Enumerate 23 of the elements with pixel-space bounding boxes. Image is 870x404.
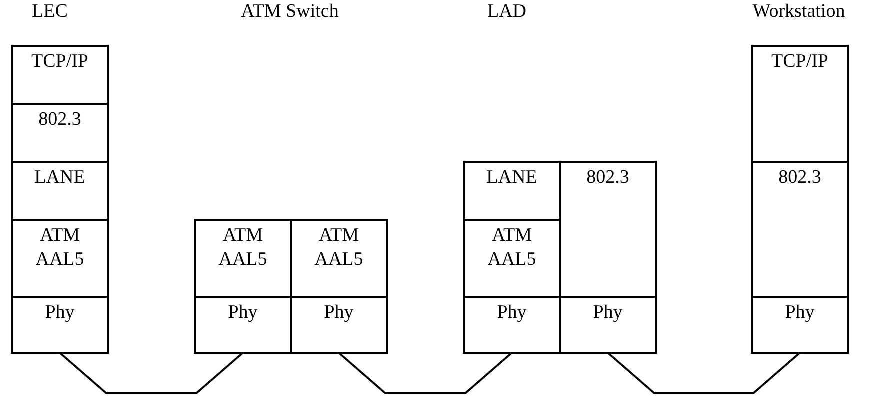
protocol-layer-box: LANE [463, 161, 561, 221]
protocol-layer-box: ATM AAL5 [290, 219, 388, 298]
connector-line [607, 352, 801, 394]
device-heading: LAD [487, 1, 527, 23]
protocol-layer-box: Phy [194, 296, 292, 354]
device-heading: ATM Switch [241, 1, 339, 23]
device-heading: LEC [32, 1, 68, 23]
protocol-layer-box: LANE [11, 161, 109, 221]
protocol-layer-box: Phy [11, 296, 109, 354]
protocol-layer-box: Phy [751, 296, 849, 354]
protocol-layer-box: 802.3 [559, 161, 657, 298]
connector-line [338, 352, 513, 394]
protocol-layer-box: 802.3 [751, 161, 849, 298]
protocol-layer-box: Phy [463, 296, 561, 354]
protocol-layer-box: TCP/IP [11, 45, 109, 105]
protocol-layer-box: Phy [559, 296, 657, 354]
device-heading: Workstation [752, 1, 846, 23]
protocol-layer-box: 802.3 [11, 103, 109, 163]
protocol-layer-box: ATM AAL5 [194, 219, 292, 298]
protocol-layer-box: ATM AAL5 [11, 219, 109, 298]
protocol-layer-box: TCP/IP [751, 45, 849, 163]
protocol-layer-box: Phy [290, 296, 388, 354]
connector-line [59, 352, 244, 394]
